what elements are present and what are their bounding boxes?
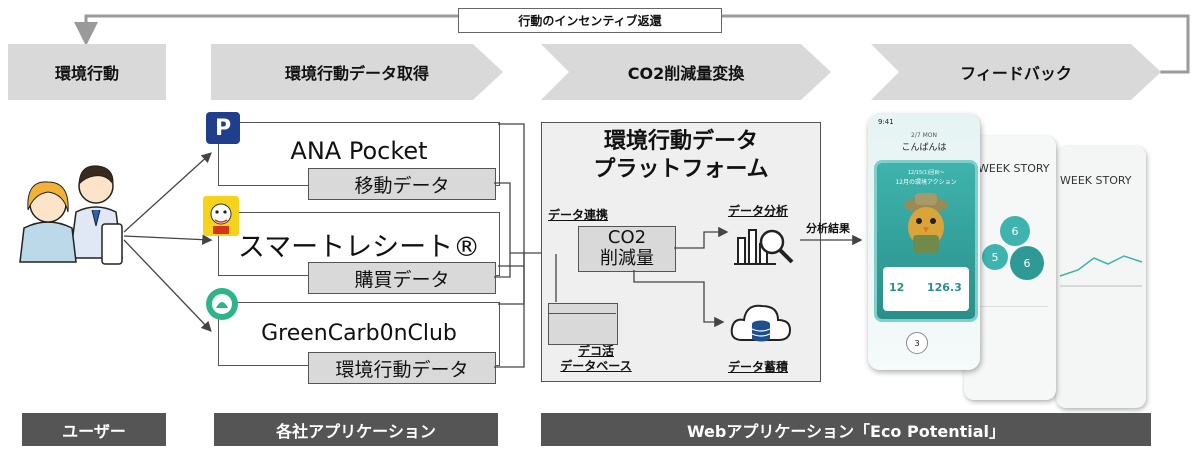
co2-value: 126.3	[927, 281, 962, 294]
co2-reduction-box: CO2 削減量	[578, 226, 676, 272]
platform-title-line1: 環境行動データ	[603, 129, 758, 154]
ana-pocket-logo-icon: P	[206, 112, 240, 144]
phone-greeting: こんばんは	[901, 143, 947, 153]
data-link-label: データ連携	[548, 208, 609, 222]
bird-character-icon	[904, 193, 948, 253]
stats-panel: 12 126.3	[883, 267, 969, 311]
app-screen-2-title: WEEK STORY	[978, 162, 1050, 175]
app-screen-main: 9:41 2/7 MON こんばんは 12/15(1)回目〜 12月の環境アクシ…	[868, 114, 980, 370]
data-box-environmental: 環境行動データ	[308, 352, 496, 384]
app-screen-3-title: WEEK STORY	[1060, 174, 1132, 187]
feedback-loop-label: 行動のインセンティブ返還	[458, 8, 722, 33]
bubble-1: 6	[1000, 216, 1030, 246]
users-illustration	[19, 165, 123, 265]
week-trend-chart	[1060, 376, 1144, 408]
card-title: 12月の環境アクション	[895, 179, 957, 186]
user-label-bar: ユーザー	[22, 413, 166, 446]
analysis-result-label: 分析結果	[806, 222, 850, 235]
app-name-green-carbon-club: GreenCarb0nClub	[261, 321, 457, 346]
flow-step-co2-conversion: CO2削減量変換	[541, 44, 831, 100]
app-name-smart-receipt: スマートレシート®	[237, 232, 481, 263]
apps-label-bar: 各社アプリケーション	[214, 413, 498, 446]
deco-db-line1: デコ活	[577, 344, 614, 358]
bubble-2: 5	[982, 244, 1008, 270]
data-analysis-label: データ分析	[728, 204, 789, 218]
cloud-database-icon	[730, 304, 792, 342]
data-storage-label: データ蓄積	[728, 360, 789, 374]
weekly-count: 12	[889, 281, 905, 294]
co2-box-line2: 削減量	[600, 248, 654, 269]
green-carbon-club-logo-icon	[206, 288, 238, 320]
deco-db-line2: データベース	[560, 359, 632, 373]
screen-2-text-block	[972, 306, 1048, 367]
deco-database-label: デコ活 データベース	[556, 344, 636, 374]
bubble-3: 6	[1010, 246, 1044, 280]
trend-line-graphic	[1059, 255, 1143, 287]
web-app-label-bar: Webアプリケーション「Eco Potential」	[541, 413, 1151, 446]
deco-database-box	[548, 303, 618, 345]
app-name-ana-pocket: ANA Pocket	[290, 137, 428, 165]
data-box-purchase: 購買データ	[308, 262, 496, 294]
platform-title-line2: プラットフォーム	[593, 157, 769, 182]
bar-chart-magnifier-icon	[734, 229, 794, 265]
phone-time: 9:41	[878, 118, 894, 126]
deco-database-box-inner	[548, 303, 616, 314]
data-box-travel: 移動データ	[308, 168, 496, 200]
flow-step-feedback: フィードバック	[871, 44, 1161, 100]
smart-receipt-logo-icon	[203, 196, 239, 236]
platform-title: 環境行動データ プラットフォーム	[541, 128, 821, 184]
co2-box-line1: CO2	[607, 227, 647, 248]
card-caption: 12/15(1)回目〜	[907, 170, 945, 176]
nav-week-button[interactable]: 3	[906, 332, 928, 354]
flow-step-data-acquisition: 環境行動データ取得	[211, 44, 503, 100]
monthly-card: 12/15(1)回目〜 12月の環境アクション 12 126.3	[874, 160, 978, 322]
app-screen-3: WEEK STORY	[1056, 146, 1146, 408]
phone-date: 2/7 MON	[911, 132, 937, 139]
flow-step-environmental-action: 環境行動	[8, 44, 166, 100]
